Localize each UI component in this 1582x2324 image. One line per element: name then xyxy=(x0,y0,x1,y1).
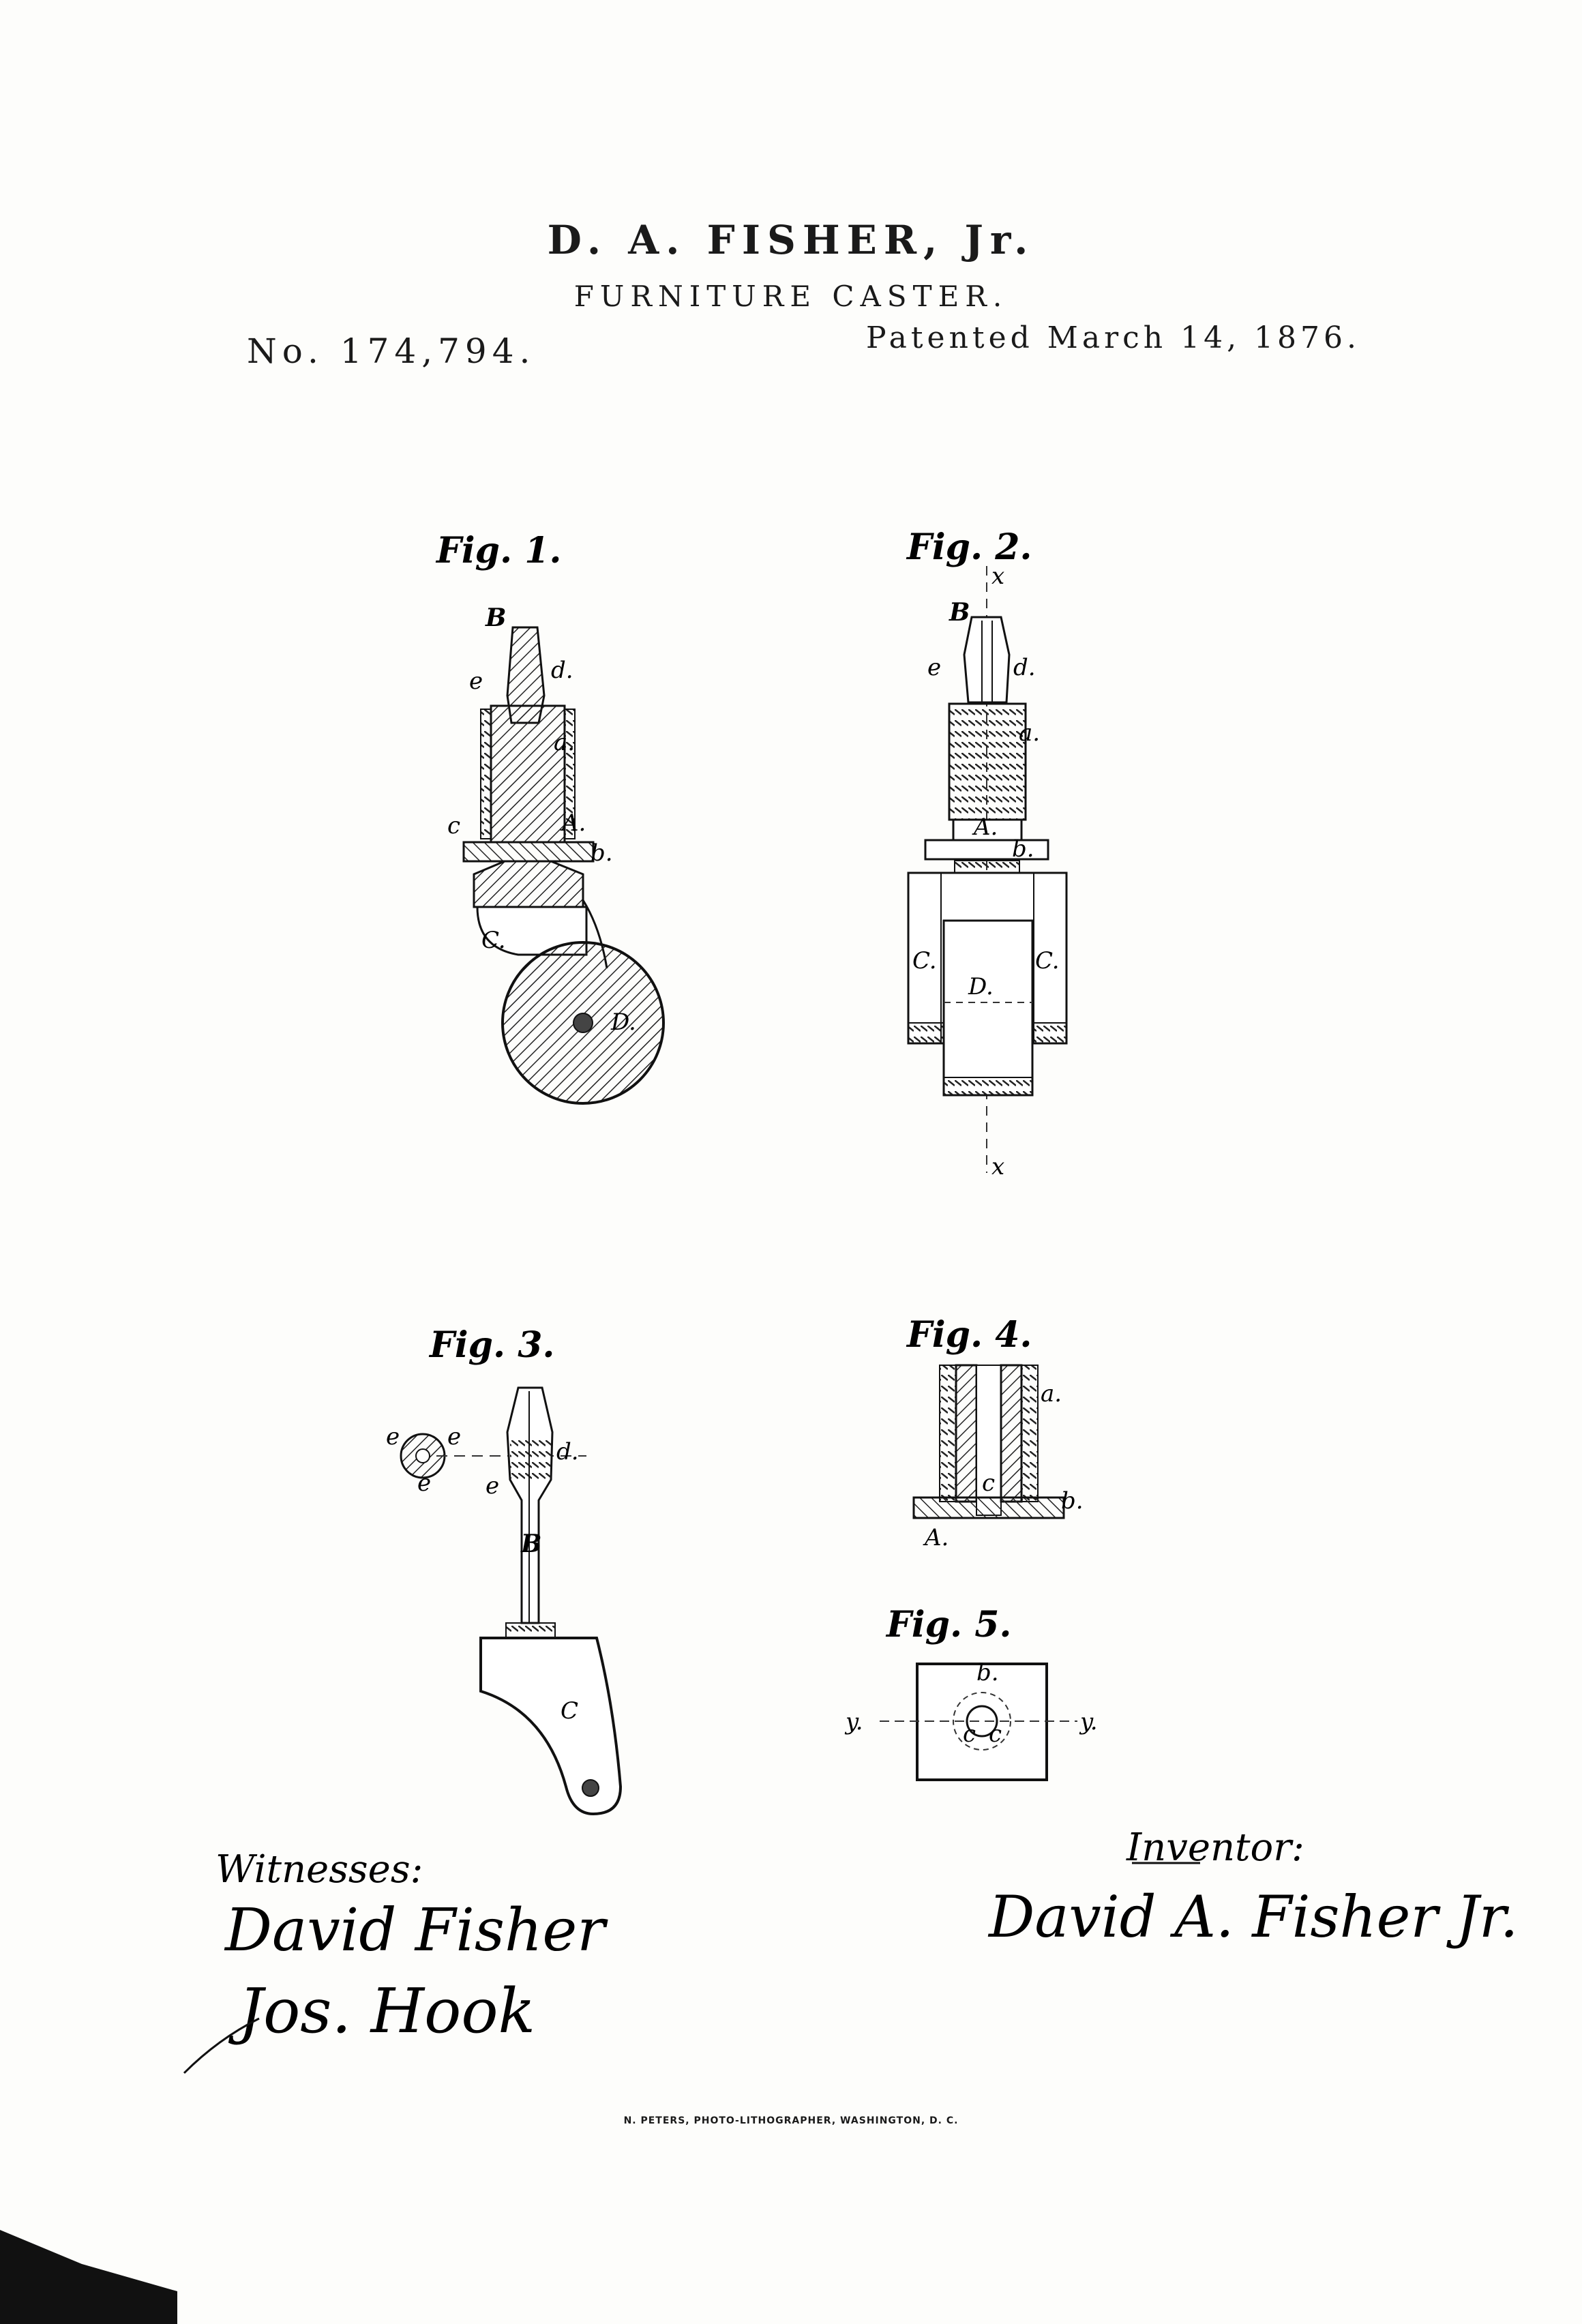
fig1-axle xyxy=(573,1013,593,1032)
fig1-thread-left xyxy=(481,709,491,839)
fig2-ref-d: d. xyxy=(1013,654,1036,681)
figure-4: Fig. 4. a. c b. A. xyxy=(906,1314,1084,1551)
fig1-sleeve xyxy=(491,706,565,842)
fig2-ref-x-top: x xyxy=(991,563,1004,590)
fig2-wheel xyxy=(944,921,1032,1095)
fig4-ref-c: c xyxy=(982,1470,995,1497)
fig2-pin xyxy=(964,617,1009,702)
fig3-ref-d: d. xyxy=(556,1438,579,1465)
fig2-ref-e: e xyxy=(927,654,941,681)
fig1-ref-A: A. xyxy=(560,809,586,837)
fig1-ref-D: D. xyxy=(610,1009,636,1036)
fig2-ref-C-left: C. xyxy=(912,947,937,974)
fig3-ref-B: B xyxy=(520,1530,541,1558)
scan-edge-artifact xyxy=(0,2230,177,2324)
fig2-ref-x-bottom: x xyxy=(991,1153,1004,1180)
fig5-ref-b: b. xyxy=(976,1659,999,1686)
fig3-ref-e-3: e xyxy=(417,1470,431,1497)
fig5-ref-y-left: y. xyxy=(844,1708,863,1735)
fig1-ref-B: B xyxy=(485,604,506,632)
fig-1-label: Fig. 1. xyxy=(435,530,562,571)
fig3-collar xyxy=(506,1623,555,1638)
fig1-ref-a: a. xyxy=(554,729,575,756)
figure-3: Fig. 3. e e e e d. B C xyxy=(386,1324,621,1814)
fig1-horn-top xyxy=(474,861,583,907)
witnesses-block: Witnesses: David Fisher Jos. Hook xyxy=(184,1847,608,2073)
witnesses-label: Witnesses: xyxy=(215,1847,423,1892)
inventor-signature: David A. Fisher Jr. xyxy=(987,1883,1519,1950)
fig3-ref-e-1: e xyxy=(386,1423,400,1450)
fig3-horn xyxy=(481,1638,621,1814)
fig4-ref-b: b. xyxy=(1061,1487,1084,1515)
fig2-ref-a: a. xyxy=(1019,719,1040,747)
fig5-ref-c-left: c xyxy=(963,1720,976,1748)
fig3-ref-e-2: e xyxy=(447,1423,461,1450)
fig3-ref-C: C xyxy=(561,1697,578,1725)
figure-1: Fig. 1. B e d. a. c A. b. C. xyxy=(435,530,663,1103)
figure-2: Fig. 2. x x B e d. xyxy=(906,526,1066,1180)
fig4-ref-a: a. xyxy=(1041,1380,1062,1407)
fig2-ref-C-right: C. xyxy=(1035,947,1060,974)
fig1-ref-b: b. xyxy=(591,839,613,867)
fig2-ref-b: b. xyxy=(1012,835,1034,863)
fig3-horn-hole xyxy=(582,1780,599,1796)
figure-5: Fig. 5. b. y. y. c c xyxy=(844,1604,1098,1780)
fig2-ref-B: B xyxy=(949,598,970,627)
fig1-ref-d: d. xyxy=(551,657,573,684)
fig5-ref-c-right: c xyxy=(989,1720,1002,1748)
fig4-sleeve-left xyxy=(940,1365,956,1502)
fig2-thread xyxy=(949,704,1026,820)
fig4-plate xyxy=(914,1498,1064,1518)
fig4-ref-A: A. xyxy=(923,1524,949,1551)
inventor-label: Inventor: xyxy=(1126,1826,1304,1870)
printer-credit: N. PETERS, PHOTO-LITHOGRAPHER, WASHINGTO… xyxy=(0,2115,1582,2126)
fig-3-label: Fig. 3. xyxy=(428,1324,555,1366)
fig1-ref-C: C. xyxy=(481,927,506,954)
fig-2-label: Fig. 2. xyxy=(906,526,1032,568)
fig2-ref-A: A. xyxy=(972,814,998,841)
fig1-plate xyxy=(464,842,593,861)
fig2-ref-D: D. xyxy=(968,973,994,1000)
inventor-block: Inventor: David A. Fisher Jr. xyxy=(987,1826,1519,1950)
fig1-ref-e: e xyxy=(469,668,483,695)
fig3-ref-e-4: e xyxy=(486,1472,499,1500)
fig1-ref-c: c xyxy=(447,812,460,839)
witness-signature-2: Jos. Hook xyxy=(228,1976,535,2047)
fig-4-label: Fig. 4. xyxy=(906,1314,1032,1356)
witness-signature-1: David Fisher xyxy=(224,1896,608,1965)
fig4-sleeve-right xyxy=(1021,1365,1038,1502)
fig5-ref-y-right: y. xyxy=(1079,1708,1098,1735)
fig-5-label: Fig. 5. xyxy=(885,1604,1012,1645)
